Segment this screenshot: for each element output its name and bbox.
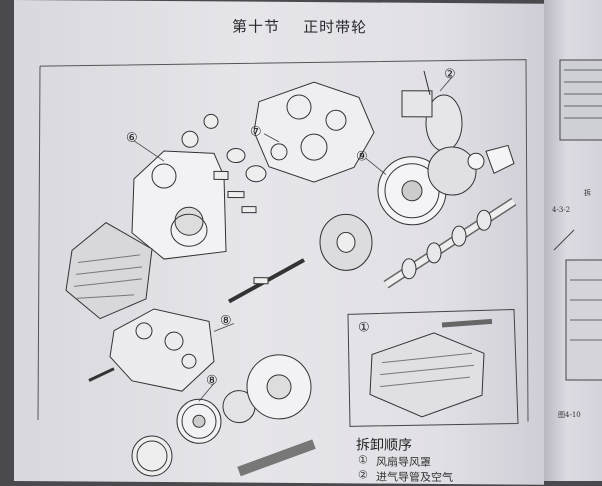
fan-shroud-part xyxy=(369,318,493,418)
callout-8-upper: ⑧ xyxy=(220,313,232,329)
step-2-num: ② xyxy=(358,468,368,482)
camshaft-sprocket-part xyxy=(377,144,515,226)
adjacent-page: 拆 4-3-2 图4-10 xyxy=(544,0,602,481)
callout-6: ⑥ xyxy=(126,130,138,146)
adjacent-page-figures xyxy=(553,59,602,381)
callout-7: ⑦ xyxy=(250,124,262,140)
callout-8-lower: ⑧ xyxy=(206,373,218,389)
small-parts xyxy=(181,113,267,214)
gasket-ring xyxy=(170,213,208,247)
disassembly-heading: 拆卸顺序 xyxy=(356,437,412,454)
injection-pump-part xyxy=(88,308,215,392)
adjacent-label-1: 拆 xyxy=(584,189,591,197)
step-2-text: 进气导管及空气 xyxy=(376,470,453,485)
adjacent-label-2: 4-3-2 xyxy=(552,206,571,214)
timing-housing-part xyxy=(253,81,375,183)
air-flow-meter-part xyxy=(401,70,463,152)
callout-1: ① xyxy=(358,320,370,336)
callout-2: ② xyxy=(444,67,456,83)
adjacent-label-3: 图4-10 xyxy=(558,411,581,419)
adjacent-figure-top xyxy=(559,59,602,141)
step-1-text: 风扇导风罩 xyxy=(376,455,431,469)
callout-9: ⑨ xyxy=(356,149,368,165)
camshaft-part xyxy=(383,197,517,289)
backing-plate-part xyxy=(319,213,373,271)
valve-cover-part xyxy=(65,222,153,320)
timing-cover-part xyxy=(131,150,227,260)
shaft-rod-part xyxy=(228,258,305,304)
exploded-parts-diagram xyxy=(37,59,529,477)
leader-lines xyxy=(133,76,453,402)
diagram-frame xyxy=(39,59,529,422)
pump-sprocket-part xyxy=(176,354,312,444)
diagram-frame-left xyxy=(37,66,41,421)
crank-sprocket-part xyxy=(131,435,316,477)
inset-detail-box xyxy=(347,308,519,427)
manual-page: 第十节 正时带轮 xyxy=(14,0,544,485)
step-1-num: ① xyxy=(358,453,368,467)
